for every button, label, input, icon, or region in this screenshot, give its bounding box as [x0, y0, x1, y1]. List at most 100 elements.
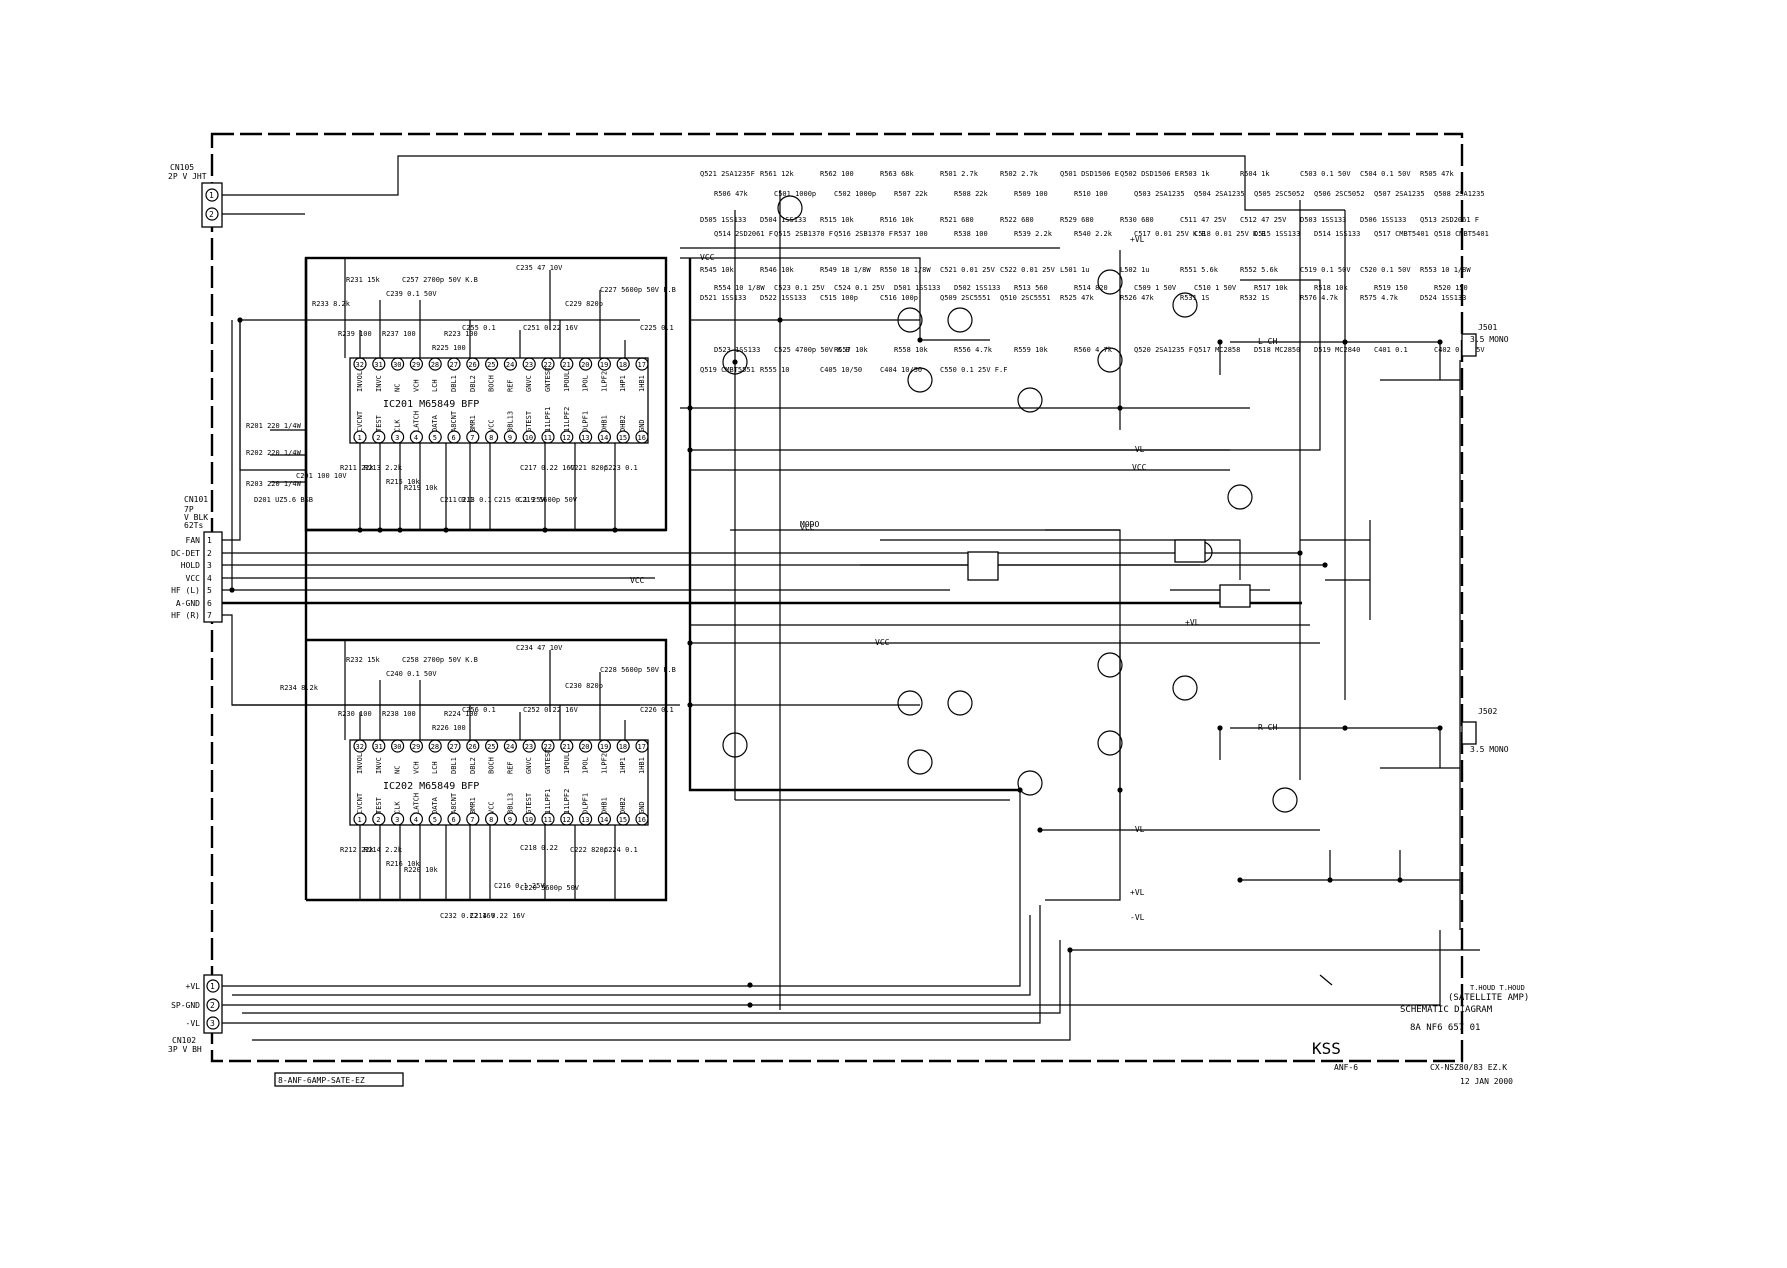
amp-part-label: C519 0.1 50V	[1300, 266, 1351, 274]
ic201-pin-27	[447, 357, 461, 371]
amp-part-label: R540 2.2k	[1074, 230, 1113, 238]
ic201-pin-2	[372, 430, 386, 444]
ic202-pin-number: 29	[412, 743, 420, 751]
ic201-pin-name: DHB2	[619, 415, 627, 432]
amp-part-label: Q501 DSD1506 E	[1060, 170, 1119, 178]
ic202-pin-10	[522, 812, 536, 826]
ic202-pin-30	[391, 739, 405, 753]
ic201-pin-name: INVOL	[356, 371, 364, 392]
amp-part-label: R502 2.7k	[1000, 170, 1039, 178]
svg-text:(SATELLITE AMP): (SATELLITE AMP)	[1448, 993, 1529, 1003]
amp-part-label: R561 12k	[760, 170, 795, 178]
amp-part-label: C516 100p	[880, 294, 918, 302]
ic202-pin-name: CLK	[394, 801, 402, 814]
svg-text:R233 8.2k: R233 8.2k	[312, 300, 351, 308]
svg-text:2: 2	[209, 210, 214, 219]
ic201-pin-number: 25	[487, 361, 495, 369]
svg-text:C229 820p: C229 820p	[565, 300, 603, 308]
ic202-pin-name: GNVC	[525, 757, 533, 774]
svg-text:-VL: -VL	[1130, 825, 1145, 834]
ic201-pin-20	[578, 357, 593, 371]
svg-text:VCC: VCC	[700, 253, 715, 262]
ic202-pin-22	[541, 739, 555, 753]
svg-text:C257 2700p 50V K.B: C257 2700p 50V K.B	[402, 276, 478, 284]
amp-part-label: C524 0.1 25V	[834, 284, 885, 292]
ic201-pin-4	[409, 430, 423, 444]
junction-dot	[377, 527, 383, 533]
svg-text:R239 100: R239 100	[338, 330, 372, 338]
amp-part-label: R519 150	[1374, 284, 1408, 292]
ic201-pin-number: 17	[638, 361, 646, 369]
ic202-pin-number: 30	[393, 743, 401, 751]
ic201-pin-number: 28	[431, 361, 439, 369]
ic201-pin-name: 1HB1	[638, 375, 646, 392]
svg-text:C215 0.1 25V: C215 0.1 25V	[494, 496, 545, 504]
ic201-pin-number: 10	[525, 434, 533, 442]
ic202-pin-5	[428, 812, 442, 826]
amp-part-label: R517 10k	[1254, 284, 1289, 292]
ic202-pin-name: 1POUL	[563, 753, 571, 774]
ic201-pin-16	[635, 430, 649, 444]
ic202-pin-number: 8	[489, 816, 493, 824]
ic202-pin-name: 1HB1	[638, 757, 646, 774]
ic201-pin-name: LCH	[431, 379, 439, 392]
svg-text:IC202 M65849 BFP: IC202 M65849 BFP	[383, 781, 479, 792]
svg-text:-VL: -VL	[1130, 445, 1145, 454]
ic202-pin-29	[409, 739, 423, 753]
amp-part-label: D515 1SS133	[1254, 230, 1300, 238]
amp-part-label: R576 4.7k	[1300, 294, 1339, 302]
junction-dot	[1117, 405, 1123, 411]
ic202-pin-name: BOCH	[488, 757, 496, 774]
svg-text:MODO: MODO	[800, 520, 819, 529]
ic202-pin-number: 11	[544, 816, 552, 824]
svg-text:CX-NSZ80/83 EZ.K: CX-NSZ80/83 EZ.K	[1430, 1063, 1507, 1072]
amp-part-label: Q518 CMBT5401	[1434, 230, 1489, 238]
junction-dot	[1017, 787, 1023, 793]
ic201-pin-number: 11	[544, 434, 552, 442]
svg-text:C230 820p: C230 820p	[565, 682, 603, 690]
svg-text:+VL: +VL	[186, 982, 201, 991]
jack-j502: J502 3.5 MONO	[1461, 707, 1509, 754]
ic202-pin-name: VCH	[412, 761, 420, 774]
ic201-pin-number: 1	[358, 434, 362, 442]
ic201-pin-name: VCH	[412, 379, 420, 392]
ic202-pin-number: 32	[356, 743, 364, 751]
junction-dot	[747, 1002, 753, 1008]
ic201-pin-name: A8CNT	[450, 410, 458, 432]
ic202: IC202 M65849 BFP	[349, 739, 649, 826]
net-labels: VCC VCC VCC VCC VCC +VL -VL +VL -VL +VL …	[630, 235, 1277, 922]
ic202-pin-name: BBL13	[506, 793, 514, 814]
svg-text:C213 0.1: C213 0.1	[458, 496, 492, 504]
amp-part-label: C503 0.1 50V	[1300, 170, 1351, 178]
ic201-pin-number: 20	[581, 361, 589, 369]
amp-part-label: R518 10k	[1314, 284, 1349, 292]
ic202-pin-21	[560, 739, 574, 753]
svg-text:J502: J502	[1478, 707, 1497, 716]
svg-text:R226 100: R226 100	[432, 724, 466, 732]
amp-part-label: C518 0.01 25V K.B	[1194, 230, 1266, 238]
amp-part-label: C510 1 50V	[1194, 284, 1237, 292]
amp-part-label: C520 0.1 50V	[1360, 266, 1411, 274]
ic202-pin-number: 26	[468, 743, 476, 751]
amp-part-label: R551 5.6k	[1180, 266, 1219, 274]
ic201-pin-12	[560, 430, 574, 444]
svg-text:R-CH: R-CH	[1258, 723, 1277, 732]
ic201-pin-number: 5	[433, 434, 437, 442]
ic202-pin-11	[541, 812, 555, 826]
amp-part-label: D523 1SS133	[714, 346, 760, 354]
svg-text:+VL: +VL	[1130, 235, 1145, 244]
ic201-pin-number: 4	[414, 434, 418, 442]
amp-part-label: L501 1u	[1060, 266, 1090, 274]
ic201-pin-11	[541, 430, 555, 444]
svg-text:FAN: FAN	[186, 536, 201, 545]
junction-dot	[1322, 562, 1328, 568]
amp-part-label: R516 10k	[880, 216, 915, 224]
ic201-pin-number: 13	[581, 434, 589, 442]
amp-part-label: R545 10k	[700, 266, 735, 274]
amp-part-label: C502 1000p	[834, 190, 876, 198]
svg-text:3P V BH: 3P V BH	[168, 1045, 202, 1054]
ic202-pin-number: 15	[619, 816, 627, 824]
ic202-pin-number: 25	[487, 743, 495, 751]
amp-part-label: R526 47k	[1120, 294, 1155, 302]
